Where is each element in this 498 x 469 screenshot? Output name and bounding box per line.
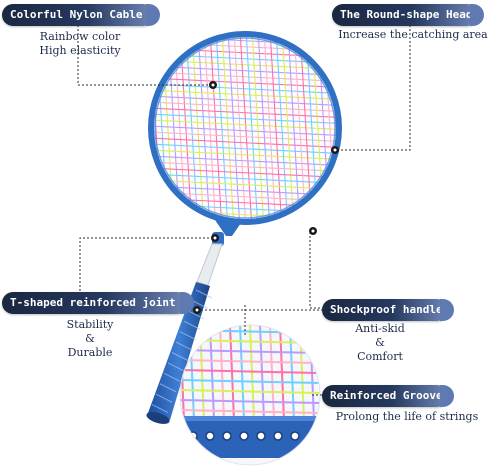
callout-cable-title: Colorful Nylon Cable (2, 4, 160, 26)
racket-frame (148, 31, 342, 225)
callout-joint-title: T-shaped reinforced joint (2, 292, 194, 314)
t-joint (215, 220, 243, 236)
callout-head-desc: Increase the catching area (338, 28, 488, 41)
racket-shaft (196, 243, 223, 286)
racket-handle (146, 282, 213, 424)
zoom-lens (179, 324, 321, 466)
callout-cable-desc: Rainbow color High elasticity (39, 30, 121, 57)
callout-handle-desc: Anti-skid & Comfort (355, 322, 405, 363)
callout-handle-title: Shockproof handle (322, 299, 454, 321)
callout-joint-desc: Stability & Durable (66, 318, 114, 359)
callout-head-title: The Round-shape Head (332, 4, 484, 26)
callout-groove-title: Reinforced Groove (322, 385, 454, 407)
callout-groove-desc: Prolong the life of strings (335, 410, 479, 423)
leader-lines (77, 17, 411, 396)
